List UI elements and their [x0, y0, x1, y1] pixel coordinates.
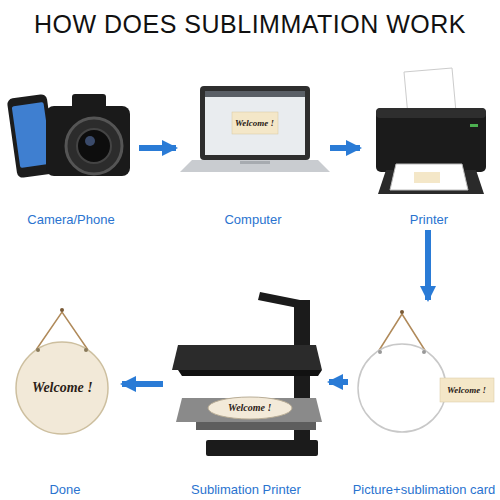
- printer-led: [470, 124, 478, 127]
- camera-lens: [66, 118, 122, 174]
- press-platen: [176, 398, 322, 422]
- step-text-group: Camera/Phone: [5, 212, 137, 228]
- flow-arrow: [330, 145, 360, 151]
- plaque-nail: [400, 310, 404, 314]
- step-text-group: Done: [10, 482, 120, 498]
- camera-icon: [46, 94, 130, 176]
- phone-screen: [12, 102, 52, 168]
- printed-design-text: Welcome !: [32, 381, 93, 395]
- step-label: Sublimation Printer: [189, 482, 303, 498]
- step-text-group: Picture+sublimation card: [350, 482, 498, 498]
- step-text-group: Computer: [178, 212, 328, 228]
- step-text-group: Sublimation Printer: [165, 482, 327, 498]
- press-head-edge: [178, 370, 322, 376]
- printed-card: [414, 172, 440, 183]
- process-step: Sublimation Printer: [165, 286, 327, 498]
- plaque-hole: [36, 348, 40, 352]
- printed-design-text: Welcome !: [235, 119, 274, 128]
- step-label: Computer: [222, 212, 283, 228]
- plaque-disc: [358, 344, 446, 432]
- plaque-hole: [378, 350, 382, 354]
- design-card: [232, 112, 278, 134]
- press-platen-side: [196, 422, 316, 430]
- process-step: Printer: [362, 62, 496, 228]
- process-step: Computer: [178, 66, 328, 228]
- diagram-title: HOW DOES SUBLIMMATION WORK: [0, 10, 500, 39]
- plaque-disc: [16, 342, 108, 434]
- lens-reflection: [85, 136, 95, 146]
- flow-arrow: [329, 379, 348, 385]
- camera-body: [46, 106, 130, 176]
- process-step: Picture+sublimation card: [350, 302, 498, 498]
- press-handle: [258, 292, 300, 308]
- sublimation-card: [440, 378, 494, 402]
- printer-top: [376, 108, 486, 118]
- screen-toolbar: [205, 91, 305, 97]
- printed-design-text: Welcome !: [228, 403, 271, 413]
- lens-glass: [77, 129, 111, 163]
- plaque-hole: [84, 348, 88, 352]
- process-step: Camera/Phone: [5, 66, 137, 228]
- step-label: Printer: [408, 212, 450, 228]
- laptop-icon: [180, 86, 330, 172]
- printer-icon: [376, 68, 486, 194]
- step-label: Picture+sublimation card: [351, 482, 498, 498]
- laptop-touchpad: [240, 161, 270, 164]
- printer-body: [376, 108, 486, 172]
- heat-press-icon: [172, 292, 322, 456]
- laptop-base: [180, 160, 330, 172]
- printed-design-text: Welcome !: [447, 386, 486, 395]
- laptop-lid: [200, 86, 310, 160]
- printer-paper-out: [390, 164, 468, 190]
- done-plaque: [16, 308, 108, 434]
- press-base: [206, 440, 318, 456]
- plaque-nail: [60, 308, 64, 312]
- press-head: [172, 345, 322, 370]
- flow-arrow: [139, 145, 176, 151]
- flow-arrow: [425, 230, 431, 300]
- flow-arrow: [122, 381, 163, 387]
- blank-plaque: [358, 310, 494, 432]
- plaque-hole: [422, 350, 426, 354]
- step-label: Done: [47, 482, 82, 498]
- step-text-group: Printer: [362, 212, 496, 228]
- press-plaque: [208, 397, 292, 419]
- camera-prism: [72, 94, 106, 110]
- process-step: Done: [10, 302, 120, 498]
- step-label: Camera/Phone: [25, 212, 116, 228]
- laptop-screen: [205, 91, 305, 155]
